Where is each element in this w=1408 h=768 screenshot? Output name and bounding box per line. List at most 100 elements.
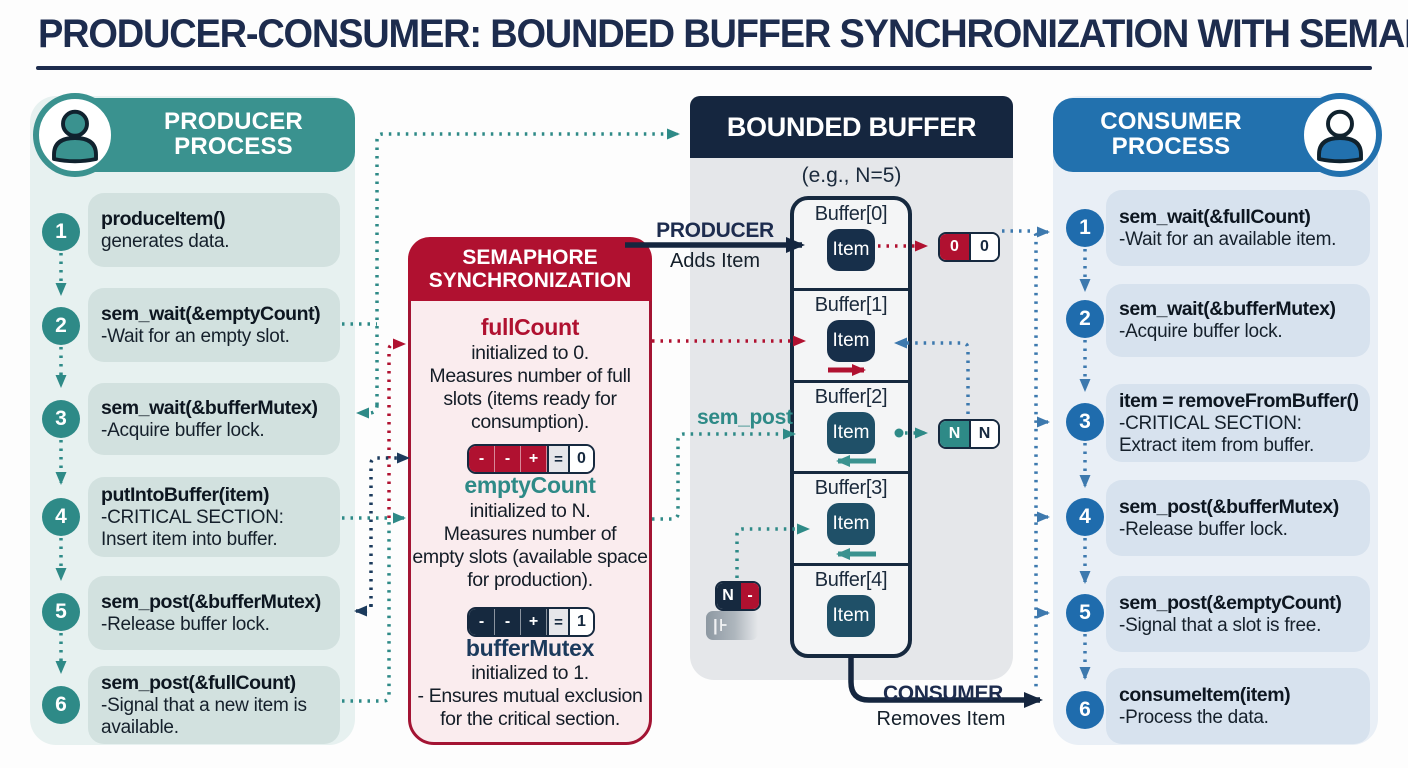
consumer-header-line2: PROCESS: [1111, 133, 1231, 160]
plus-icon: +: [521, 446, 547, 472]
step-title: item = removeFromBuffer(): [1119, 390, 1359, 413]
producer-adds-sub: Adds Item: [669, 250, 761, 272]
buffer-cell-3: Buffer[3] Item: [794, 474, 908, 566]
step-title: sem_wait(&fullCount): [1119, 205, 1311, 228]
step-desc: -Signal that a new item is available.: [101, 695, 307, 738]
step-title: sem_post(&fullCount): [101, 672, 296, 695]
buffer-cell-1: Buffer[1] Item: [794, 291, 908, 383]
fullcount-counter: - - + = 0: [467, 444, 595, 474]
cell-label: Buffer[2]: [814, 385, 888, 408]
n-minus-badge: N -: [715, 581, 761, 611]
emptycount-name: emptyCount: [464, 472, 596, 498]
producer-step-5: sem_post(&bufferMutex) -Release buffer l…: [88, 576, 340, 650]
fullcount-value-badge: 0 0: [938, 232, 1000, 262]
buffermutex-counter: - - + = 1: [467, 607, 595, 637]
producer-step-3: sem_wait(&bufferMutex) -Acquire buffer l…: [88, 383, 340, 455]
buffer-subtitle: (e.g., N=5): [801, 164, 902, 187]
producer-step-3-num: 3: [42, 400, 80, 438]
title-divider: [36, 66, 1372, 70]
item-badge: Item: [827, 320, 875, 363]
buffer-cell-0: Buffer[0] Item: [794, 200, 908, 292]
emptycount-value-badge: N N: [938, 419, 1000, 449]
producer-step-1-num: 1: [42, 213, 80, 251]
consumer-step-6: consumeItem(item) -Process the data.: [1106, 668, 1370, 744]
counter-value: 1: [570, 609, 593, 635]
step-title: sem_post(&bufferMutex): [101, 590, 321, 613]
consumer-removes-label: CONSUMER: [882, 682, 1004, 705]
consumer-step-4-num: 4: [1066, 498, 1104, 536]
equals-icon: =: [547, 446, 570, 472]
consumer-step-2: sem_wait(&bufferMutex) -Acquire buffer l…: [1106, 284, 1370, 357]
faded-badge: |⊦: [706, 611, 758, 640]
step-desc: -Signal that a slot is free.: [1119, 614, 1322, 636]
consumer-step-1: sem_wait(&fullCount) -Wait for an availa…: [1106, 190, 1370, 266]
step-title: putIntoBuffer(item): [101, 484, 269, 507]
fullcount-name: fullCount: [480, 314, 580, 340]
consumer-step-6-num: 6: [1066, 691, 1104, 729]
buffer-cell-4: Buffer[4] Item: [794, 566, 908, 654]
emptycount-desc: initialized to N. Measures number of emp…: [412, 500, 648, 591]
step-desc: -Process the data.: [1119, 706, 1269, 728]
consumer-step-2-num: 2: [1066, 300, 1104, 338]
plus-icon: +: [521, 609, 547, 635]
minus-icon: -: [495, 609, 521, 635]
producer-step-5-num: 5: [42, 593, 80, 631]
step-desc: -Release buffer lock.: [1119, 518, 1288, 540]
producer-step-4-num: 4: [42, 498, 80, 536]
item-badge: Item: [827, 503, 875, 546]
consumer-step-5: sem_post(&emptyCount) -Signal that a slo…: [1106, 576, 1370, 652]
consumer-removes-sub: Removes Item: [876, 708, 1006, 730]
page-title: PRODUCER-CONSUMER: BOUNDED BUFFER SYNCHR…: [38, 12, 1408, 57]
counter-value: 0: [570, 446, 593, 472]
producer-step-6: sem_post(&fullCount) -Signal that a new …: [88, 666, 340, 744]
consumer-header-line1: CONSUMER: [1100, 108, 1242, 136]
step-title: sem_post(&emptyCount): [1119, 591, 1342, 614]
cell-label: Buffer[3]: [814, 477, 888, 500]
minus-icon: -: [469, 446, 495, 472]
consumer-step-1-num: 1: [1066, 209, 1104, 247]
step-desc: -Wait for an empty slot.: [101, 325, 290, 347]
producer-step-6-num: 6: [42, 686, 80, 724]
person-icon: [52, 109, 98, 164]
producer-step-2: sem_wait(&emptyCount) -Wait for an empty…: [88, 288, 340, 362]
buffermutex-desc: initialized to 1. - Ensures mutual exclu…: [417, 662, 643, 730]
step-title: sem_post(&bufferMutex): [1119, 495, 1339, 518]
consumer-step-4: sem_post(&bufferMutex) -Release buffer l…: [1106, 480, 1370, 556]
step-title: consumeItem(item): [1119, 683, 1291, 706]
producer-step-2-num: 2: [42, 307, 80, 345]
step-desc: -Acquire buffer lock.: [101, 419, 265, 441]
buffer-column: Buffer[0] Item Buffer[1] Item Buffer[2] …: [790, 196, 912, 658]
producer-header-line2: PROCESS: [174, 133, 293, 160]
fullcount-desc: initialized to 0. Measures number of ful…: [429, 342, 631, 433]
producer-header-line1: PRODUCER: [164, 108, 303, 136]
consumer-step-5-num: 5: [1066, 594, 1104, 632]
person-icon: [1317, 109, 1363, 164]
step-title: sem_wait(&bufferMutex): [1119, 298, 1336, 321]
minus-icon: -: [469, 609, 495, 635]
step-title: produceItem(): [101, 207, 226, 230]
producer-avatar: [33, 93, 117, 177]
sem-post-label: sem_post: [697, 406, 793, 429]
producer-step-1: produceItem() generates data.: [88, 193, 340, 267]
consumer-step-3-num: 3: [1066, 403, 1104, 441]
step-title: sem_wait(&bufferMutex): [101, 396, 318, 419]
cell-label: Buffer[4]: [814, 568, 888, 591]
step-desc: -Release buffer lock.: [101, 613, 270, 635]
cell-label: Buffer[0]: [814, 203, 888, 225]
step-desc: -Acquire buffer lock.: [1119, 321, 1283, 343]
producer-step-4: putIntoBuffer(item) -CRITICAL SECTION: I…: [88, 477, 340, 557]
step-title: sem_wait(&emptyCount): [101, 302, 321, 325]
step-desc: -CRITICAL SECTION: Insert item into buff…: [101, 507, 284, 550]
buffermutex-name: bufferMutex: [465, 635, 595, 661]
semaphore-header: SEMAPHORE SYNCHRONIZATION: [408, 237, 652, 301]
consumer-avatar: [1298, 93, 1382, 177]
equals-icon: =: [547, 609, 570, 635]
item-badge: Item: [827, 229, 875, 271]
step-desc: generates data.: [101, 230, 230, 252]
buffer-cell-2: Buffer[2] Item: [794, 383, 908, 475]
cell-label: Buffer[1]: [814, 294, 888, 317]
item-badge: Item: [827, 411, 875, 454]
minus-icon: -: [495, 446, 521, 472]
step-desc: -Wait for an available item.: [1119, 228, 1337, 250]
